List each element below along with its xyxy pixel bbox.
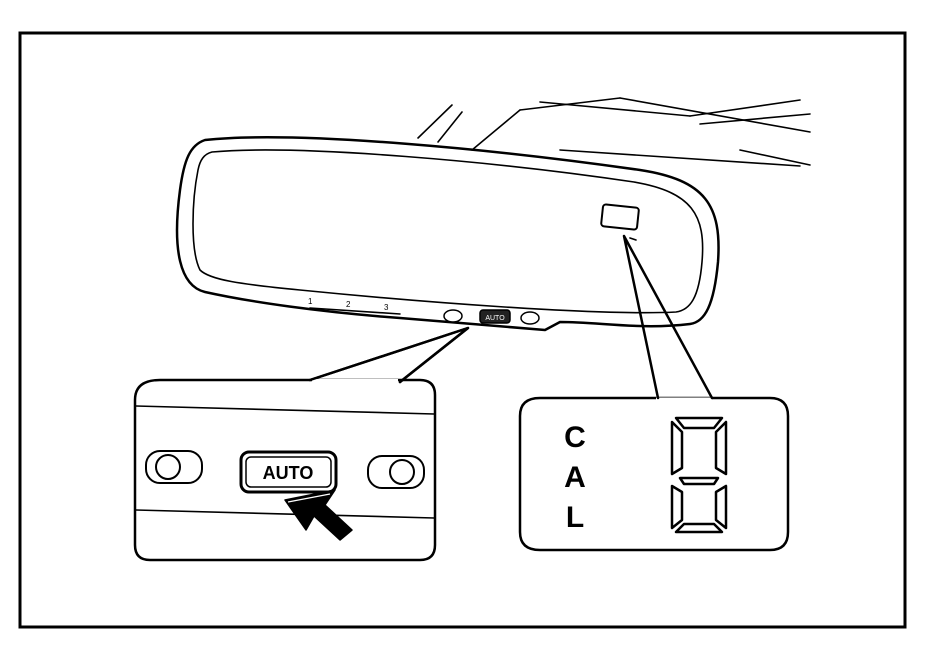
mirror-small-auto-label: AUTO	[485, 315, 505, 322]
auto-button-callout: AUTO	[133, 326, 470, 562]
segment-lower-left	[670, 484, 684, 530]
segment-top	[674, 416, 724, 430]
segment-lower-right	[714, 484, 728, 530]
callout-right-oval-button[interactable]	[367, 455, 425, 489]
mirror-mount-lines	[417, 97, 811, 167]
mirror-label-3: 3	[384, 303, 389, 312]
mirror-display-window	[600, 203, 640, 231]
callout-right-box	[518, 396, 790, 552]
cal-letter-l: L	[566, 501, 584, 534]
cal-display-callout: C A L	[518, 234, 790, 552]
segment-bottom	[674, 522, 724, 534]
segment-upper-right	[714, 420, 728, 476]
mirror-small-right-button[interactable]	[520, 311, 540, 325]
callout-left-box	[133, 378, 437, 562]
segment-upper-left	[670, 420, 684, 476]
mirror-bottom-controls: 1 2 3 AUTO	[308, 297, 540, 325]
mirror-housing	[175, 136, 720, 332]
press-arrow-icon	[284, 489, 353, 541]
seven-segment-digit	[670, 416, 728, 534]
mirror-small-left-button[interactable]	[443, 309, 463, 323]
mirror-small-auto-button[interactable]	[479, 309, 511, 324]
callout-left-oval-button[interactable]	[145, 450, 203, 484]
auto-button-label: AUTO	[263, 463, 314, 483]
mirror-label-2: 2	[346, 300, 351, 309]
cal-letter-c: C	[564, 421, 586, 454]
mirror-label-1: 1	[308, 297, 313, 306]
auto-button[interactable]: AUTO	[239, 450, 338, 494]
cal-letter-a: A	[564, 461, 586, 494]
segment-middle	[678, 476, 720, 486]
